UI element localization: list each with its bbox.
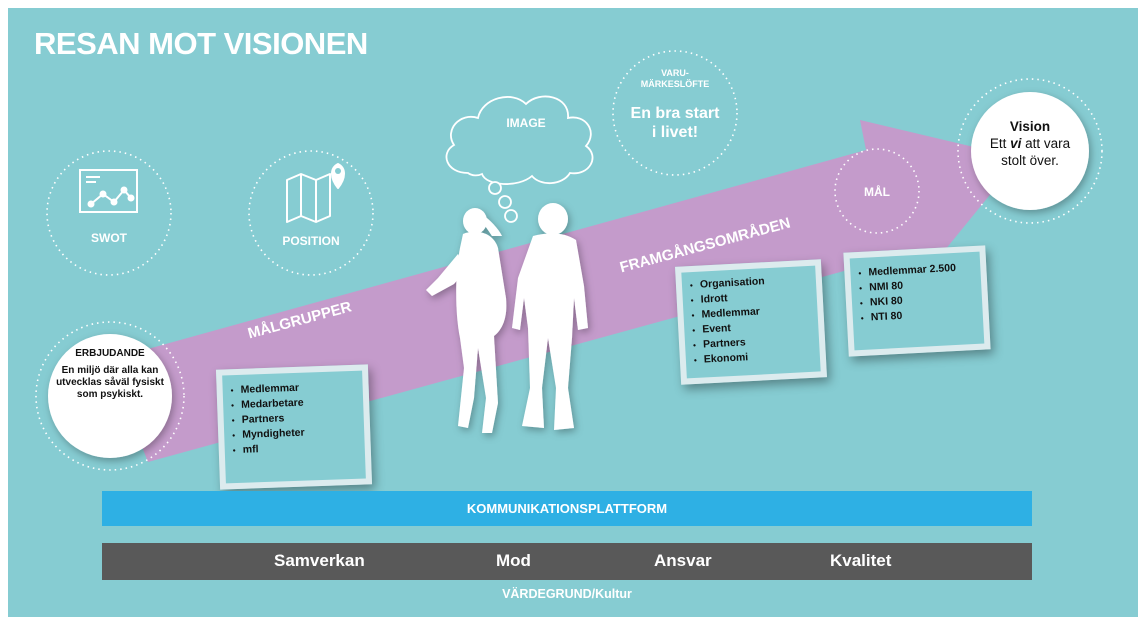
map-pin-icon — [286, 163, 345, 223]
brand-promise-ring — [612, 50, 738, 176]
success-areas-note: Organisation Idrott Medlemmar Event Part… — [675, 259, 827, 385]
vision-circle — [971, 92, 1089, 210]
success-areas-list: Organisation Idrott Medlemmar Event Part… — [688, 272, 815, 368]
vision-text: Vision Ett vi att vara stolt över. — [970, 118, 1090, 169]
brand-promise-heading-line1: VARU- — [661, 68, 689, 78]
offer-ring — [35, 321, 185, 471]
list-item: mfl — [243, 439, 359, 458]
vision-ring — [957, 78, 1103, 224]
page-title: RESAN MOT VISIONEN — [34, 26, 368, 61]
offer-circle — [48, 334, 172, 458]
foundation-label: VÄRDEGRUND/Kultur — [502, 587, 632, 601]
position-ring — [248, 150, 374, 276]
position-label: POSITION — [282, 234, 340, 248]
brand-promise-text-line2: i livet! — [651, 124, 699, 141]
value-item: Ansvar — [654, 551, 712, 570]
goals-list: Medlemmar 2.500 NMI 80 NKI 80 NTI 80 — [856, 260, 977, 326]
value-item: Kvalitet — [830, 551, 892, 570]
communication-platform-label: KOMMUNIKATIONSPLATTFORM — [466, 501, 668, 516]
people-silhouette — [426, 203, 588, 433]
vision-line1-emphasis: vi — [1010, 136, 1022, 151]
vision-line1-post: att vara — [1021, 136, 1071, 151]
goal-ring — [834, 148, 920, 234]
goals-note: Medlemmar 2.500 NMI 80 NKI 80 NTI 80 — [843, 245, 991, 357]
communication-platform-bar: KOMMUNIKATIONSPLATTFORM — [102, 491, 1032, 526]
image-label: IMAGE — [506, 116, 546, 130]
brand-promise-text-line1: En bra start — [630, 105, 720, 122]
vision-line2: stolt över. — [1001, 153, 1059, 168]
value-item: Mod — [496, 551, 531, 570]
image-thought-cloud — [445, 95, 594, 223]
offer-text: ERBJUDANDE En miljö där alla kan utveckl… — [50, 348, 170, 401]
swot-ring — [46, 150, 172, 276]
slide: RESAN MOT VISIONEN SWOT POSITION IMAGE V… — [8, 8, 1138, 617]
goal-label: MÅL — [864, 185, 890, 199]
value-item: Samverkan — [274, 551, 365, 570]
swot-label: SWOT — [91, 231, 127, 245]
target-groups-list: Medlemmar Medarbetare Partners Myndighet… — [228, 379, 359, 458]
brand-promise-text: En bra start i livet! — [610, 104, 740, 142]
core-values-bar: Samverkan Mod Ansvar Kvalitet — [102, 543, 1032, 580]
vision-line1-pre: Ett — [989, 136, 1011, 151]
offer-description: En miljö där alla kan utvecklas såväl fy… — [56, 365, 164, 400]
swot-chart-icon — [79, 169, 138, 213]
brand-promise-heading: VARU- MÄRKESLÖFTE — [615, 68, 735, 90]
offer-heading: ERBJUDANDE — [75, 348, 145, 359]
target-groups-note: Medlemmar Medarbetare Partners Myndighet… — [215, 364, 373, 490]
vision-heading: Vision — [1009, 119, 1051, 134]
vision-line1: Ett vi att vara — [970, 135, 1090, 152]
brand-promise-heading-line2: MÄRKESLÖFTE — [640, 79, 710, 89]
